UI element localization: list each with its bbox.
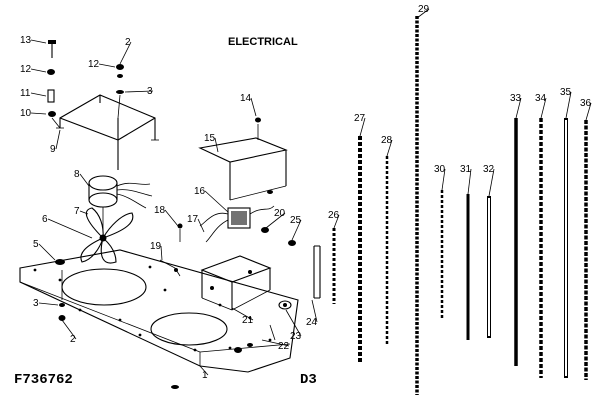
part-label-20: 20 — [274, 208, 286, 219]
part-label-16: 16 — [194, 186, 206, 197]
leader-line-3 — [124, 90, 154, 93]
part-label-35: 35 — [560, 87, 572, 98]
leader-line-10 — [30, 112, 47, 115]
leader-line-8 — [79, 173, 90, 187]
base-plate — [19, 249, 299, 373]
leader-line-2 — [61, 319, 77, 340]
part-label-30: 30 — [434, 164, 446, 175]
blower-opening — [150, 312, 228, 346]
diagram-title: ELECTRICAL — [228, 36, 298, 48]
part-label-6: 6 — [42, 214, 48, 225]
part-label-31: 31 — [460, 164, 472, 175]
leader-line-31 — [467, 168, 472, 195]
part-label-32: 32 — [483, 164, 495, 175]
part-label-29: 29 — [418, 4, 430, 15]
fan-opening — [61, 268, 147, 306]
figure-code: F736762 — [14, 372, 73, 388]
leader-line-2 — [119, 41, 132, 65]
leader-line-6 — [47, 218, 93, 239]
leader-line-7 — [79, 210, 89, 215]
leader-line-3 — [38, 302, 59, 306]
part-label-33: 33 — [510, 93, 522, 104]
leader-line-23 — [285, 309, 302, 337]
leader-line-35 — [565, 91, 572, 119]
leader-line-19 — [160, 245, 163, 261]
top-hardware — [116, 64, 124, 119]
leader-line-12 — [98, 63, 116, 68]
fan-blade — [80, 207, 134, 264]
leader-line-15 — [214, 137, 219, 153]
leader-line-34 — [540, 97, 547, 119]
part-label-12: 12 — [20, 64, 32, 75]
part-label-21: 21 — [242, 315, 254, 326]
leader-line-9 — [55, 129, 61, 150]
part-label-15: 15 — [204, 133, 216, 144]
leader-line-5 — [38, 243, 56, 261]
leader-line-26 — [333, 214, 340, 229]
leader-lines — [30, 8, 592, 376]
leader-line-13 — [30, 39, 47, 44]
part-label-1: 1 — [202, 370, 208, 381]
part-label-11: 11 — [20, 88, 31, 99]
leader-line-1 — [199, 365, 209, 376]
part-label-5: 5 — [33, 239, 39, 250]
control-bracket — [200, 255, 272, 311]
fan-motor — [88, 175, 153, 232]
leader-line-27 — [359, 117, 366, 137]
leader-line-28 — [386, 139, 393, 157]
leader-line-21 — [231, 307, 254, 321]
part-label-17: 17 — [187, 214, 199, 225]
part-label-3-2: 3 — [33, 298, 39, 309]
misc-small-parts — [159, 223, 321, 353]
part-label-36: 36 — [580, 98, 592, 109]
page-code: D3 — [300, 372, 317, 388]
part-label-19: 19 — [150, 241, 162, 252]
wire-harnesses — [332, 16, 588, 395]
part-label-25: 25 — [290, 215, 302, 226]
leader-line-24 — [311, 299, 318, 323]
leader-line-29 — [416, 8, 430, 19]
leader-line-25 — [291, 219, 302, 241]
leader-line-20 — [265, 212, 286, 229]
base-hardware — [55, 259, 179, 389]
part-label-28: 28 — [381, 135, 393, 146]
leader-line-36 — [585, 102, 592, 121]
part-label-13: 13 — [20, 35, 32, 46]
leader-line-30 — [441, 168, 446, 191]
part-label-9: 9 — [50, 144, 56, 155]
part-label-2-2: 2 — [70, 334, 76, 345]
part-label-24: 24 — [306, 317, 318, 328]
part-label-34: 34 — [535, 93, 547, 104]
leader-line-14 — [250, 97, 257, 117]
part-label-2: 2 — [125, 37, 131, 48]
part-label-26: 26 — [328, 210, 340, 221]
leader-line-22 — [261, 339, 290, 347]
part-label-12-2: 12 — [88, 59, 100, 70]
leader-line-16 — [204, 190, 229, 213]
part-label-23: 23 — [290, 331, 302, 342]
motor-bracket — [56, 94, 159, 170]
leader-line-17 — [197, 218, 205, 233]
part-label-22: 22 — [278, 341, 290, 352]
control-box-cover — [198, 117, 288, 201]
part-label-7: 7 — [74, 206, 80, 217]
part-label-27: 27 — [354, 113, 366, 124]
hardware-stack — [47, 40, 61, 129]
rotary-switch — [199, 205, 275, 243]
leader-line-11 — [30, 92, 47, 97]
leader-line-12 — [30, 68, 47, 73]
part-label-18: 18 — [154, 205, 166, 216]
leader-line-32 — [488, 168, 495, 197]
part-label-14: 14 — [240, 93, 252, 104]
part-label-10: 10 — [20, 108, 32, 119]
leader-line-33 — [515, 97, 522, 119]
leader-line-18 — [164, 209, 179, 227]
part-label-8: 8 — [74, 169, 80, 180]
